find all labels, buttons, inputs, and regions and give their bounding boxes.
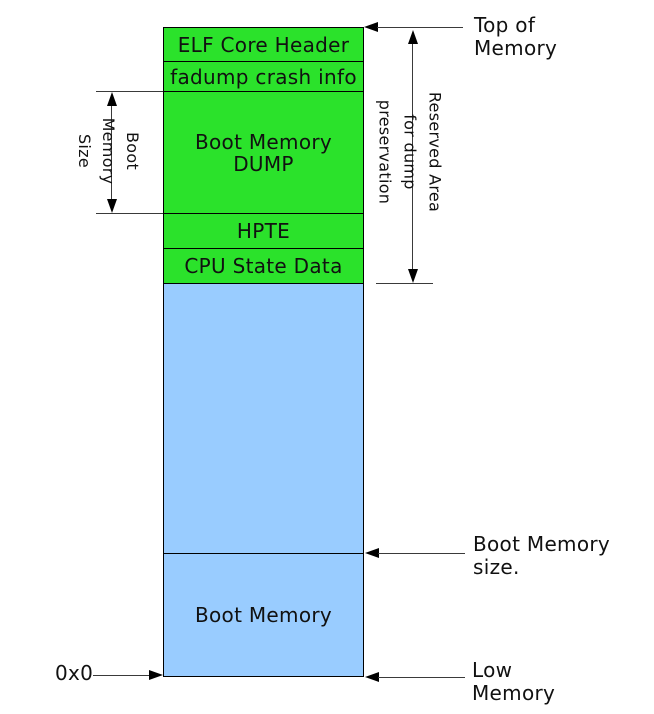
memory-stack: ELF Core Header fadump crash info Boot M… xyxy=(163,27,364,677)
region-middle-memory xyxy=(164,284,363,554)
arrowhead-up-icon xyxy=(408,30,418,44)
region-elf-core-header: ELF Core Header xyxy=(164,28,363,62)
region-hpte: HPTE xyxy=(164,214,363,249)
arrowhead-left-icon xyxy=(364,22,378,32)
boot-memory-size-top-tick xyxy=(96,91,163,92)
region-boot-memory: Boot Memory xyxy=(164,554,363,676)
top-of-memory-line xyxy=(377,27,463,28)
arrowhead-left-icon xyxy=(365,548,379,558)
arrowhead-up-icon xyxy=(107,92,117,106)
reserved-area-span-line xyxy=(412,42,413,271)
zero-address-line xyxy=(93,675,149,676)
reserved-area-label: Reserved Area for dump preservation xyxy=(375,91,445,213)
arrowhead-down-icon xyxy=(408,269,418,283)
boot-memory-size-line xyxy=(378,553,465,554)
arrowhead-right-icon xyxy=(149,670,163,680)
zero-address-label: 0x0 xyxy=(55,661,94,685)
low-memory-line xyxy=(378,677,465,678)
boot-memory-size-vertical-label: Boot Memory Size xyxy=(75,117,142,185)
region-boot-memory-dump: Boot Memory DUMP xyxy=(164,92,363,214)
boot-memory-size-label: Boot Memory size. xyxy=(473,532,611,579)
arrowhead-down-icon xyxy=(107,199,117,213)
boot-memory-size-span-line xyxy=(111,96,112,208)
arrowhead-left-icon xyxy=(365,672,379,682)
low-memory-label: Low Memory xyxy=(472,658,556,705)
region-cpu-state-data: CPU State Data xyxy=(164,249,363,284)
top-of-memory-label: Top of Memory xyxy=(474,13,558,60)
region-fadump-crash-info: fadump crash info xyxy=(164,62,363,92)
reserved-area-bottom-tick xyxy=(376,283,433,284)
boot-memory-size-bottom-tick xyxy=(96,213,163,214)
